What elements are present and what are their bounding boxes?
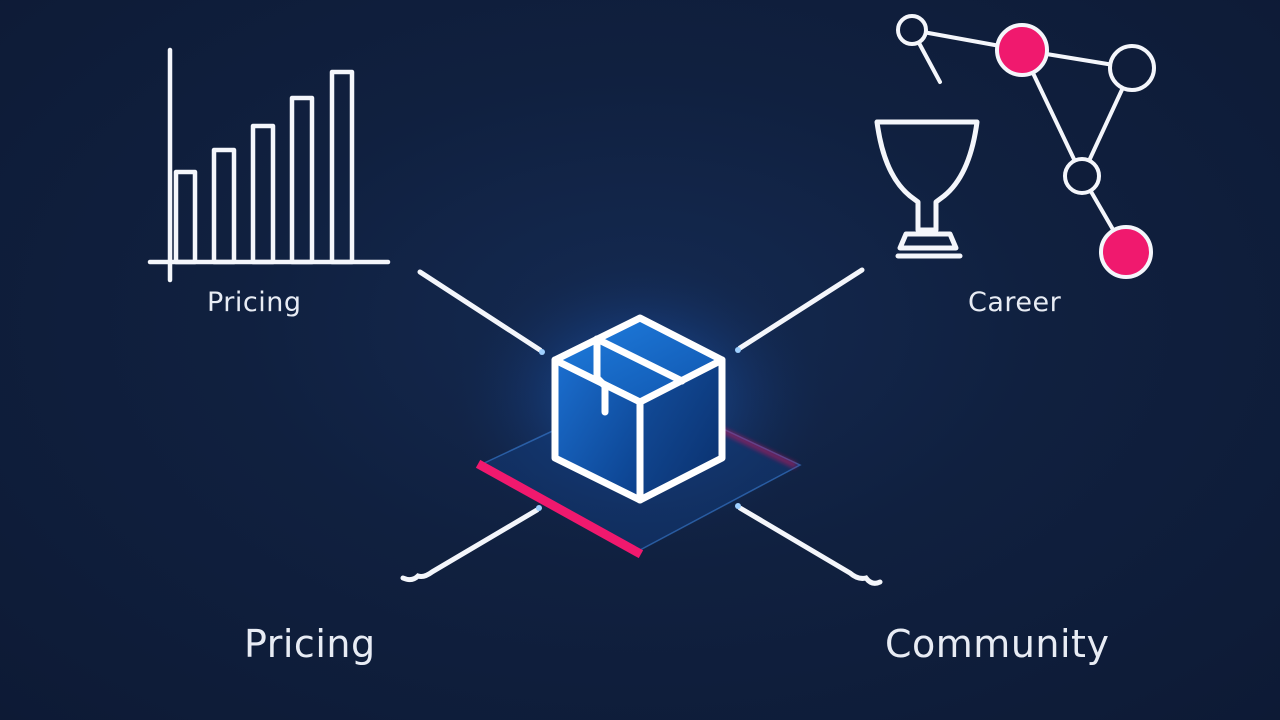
bar-chart-icon	[147, 47, 391, 283]
connector-bottom-right	[737, 505, 883, 586]
connector-dots	[536, 347, 741, 511]
trophy-cup-icon	[874, 119, 980, 259]
graph-node-pink	[1099, 225, 1153, 279]
platform-pink-edge	[475, 459, 644, 559]
graph-node-pink	[995, 23, 1049, 77]
label-pricing-bottom: Pricing	[244, 622, 376, 666]
label-community: Community	[885, 622, 1110, 666]
package-box-icon	[551, 314, 726, 504]
graph-node	[1108, 44, 1156, 92]
connector-lines	[400, 267, 883, 586]
label-pricing-top: Pricing	[207, 287, 302, 318]
graph-node	[1063, 157, 1101, 195]
connector-top-right	[737, 267, 865, 351]
network-graph-icon	[896, 14, 1156, 279]
connector-bottom-left	[400, 507, 540, 583]
graph-node	[896, 14, 928, 46]
label-career: Career	[968, 287, 1062, 318]
connector-top-left	[417, 269, 543, 353]
